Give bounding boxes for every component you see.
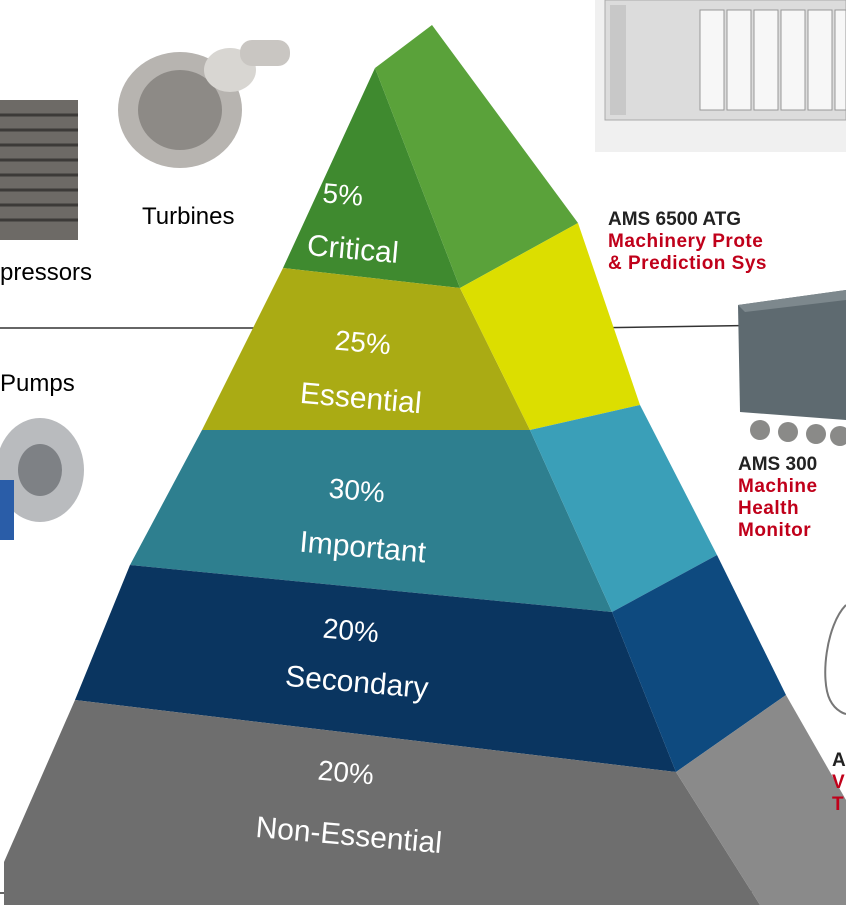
ams-6500-caption: AMS 6500 ATG Machinery Prote & Predictio… bbox=[608, 209, 767, 275]
compressors-label: pressors bbox=[0, 259, 93, 286]
transmitter-desc-line1: V bbox=[832, 772, 846, 793]
ams-3000-title: AMS 300 bbox=[738, 454, 818, 475]
turbines-label: Turbines bbox=[142, 203, 235, 230]
tier-important-side bbox=[530, 405, 717, 612]
tier-essential-front bbox=[202, 268, 530, 430]
tier-important-front bbox=[130, 430, 612, 612]
tier-important-percent: 30% bbox=[328, 473, 387, 509]
ams-6500-desc-line2: & Prediction Sys bbox=[608, 253, 767, 274]
transmitter-desc-line2: T bbox=[832, 794, 845, 815]
compressor-image bbox=[0, 100, 78, 240]
tier-non-essential-side bbox=[676, 695, 846, 905]
transmitter-title: A bbox=[832, 750, 846, 771]
transmitter-image bbox=[824, 604, 846, 715]
tier-critical-front bbox=[283, 68, 460, 288]
ams-3000-caption: AMS 300 Machine Health Monitor bbox=[738, 454, 818, 542]
tier-critical-side bbox=[375, 25, 578, 288]
ams-6500-title: AMS 6500 ATG bbox=[608, 209, 742, 230]
tier-secondary-front bbox=[75, 565, 676, 772]
ams-3000-monitor-image bbox=[738, 290, 846, 446]
transmitter-caption: A V T bbox=[832, 750, 846, 816]
tier-non-essential-front bbox=[4, 700, 760, 905]
pyramid-front-face bbox=[4, 68, 760, 905]
tier-critical-label: 5% Critical bbox=[306, 177, 400, 270]
tier-essential-percent: 25% bbox=[334, 325, 393, 361]
pumps-label: Pumps bbox=[0, 370, 75, 397]
pyramid-right-face bbox=[375, 25, 846, 905]
tier-non-essential-percent: 20% bbox=[317, 755, 376, 791]
tier-secondary-percent: 20% bbox=[322, 613, 381, 649]
ams-6500-desc-line1: Machinery Prote bbox=[608, 231, 764, 252]
tier-critical-percent: 5% bbox=[321, 177, 364, 211]
ams-3000-desc-line3: Monitor bbox=[738, 520, 812, 541]
pump-image bbox=[0, 418, 84, 540]
tier-secondary-side bbox=[612, 555, 786, 772]
ams-3000-desc-line1: Machine bbox=[738, 476, 818, 497]
tier-essential-side bbox=[460, 223, 640, 430]
tier-critical-name: Critical bbox=[306, 229, 400, 270]
turbine-image bbox=[118, 40, 290, 168]
ams-3000-desc-line2: Health bbox=[738, 498, 800, 519]
ams-6500-rack-image bbox=[595, 0, 846, 152]
